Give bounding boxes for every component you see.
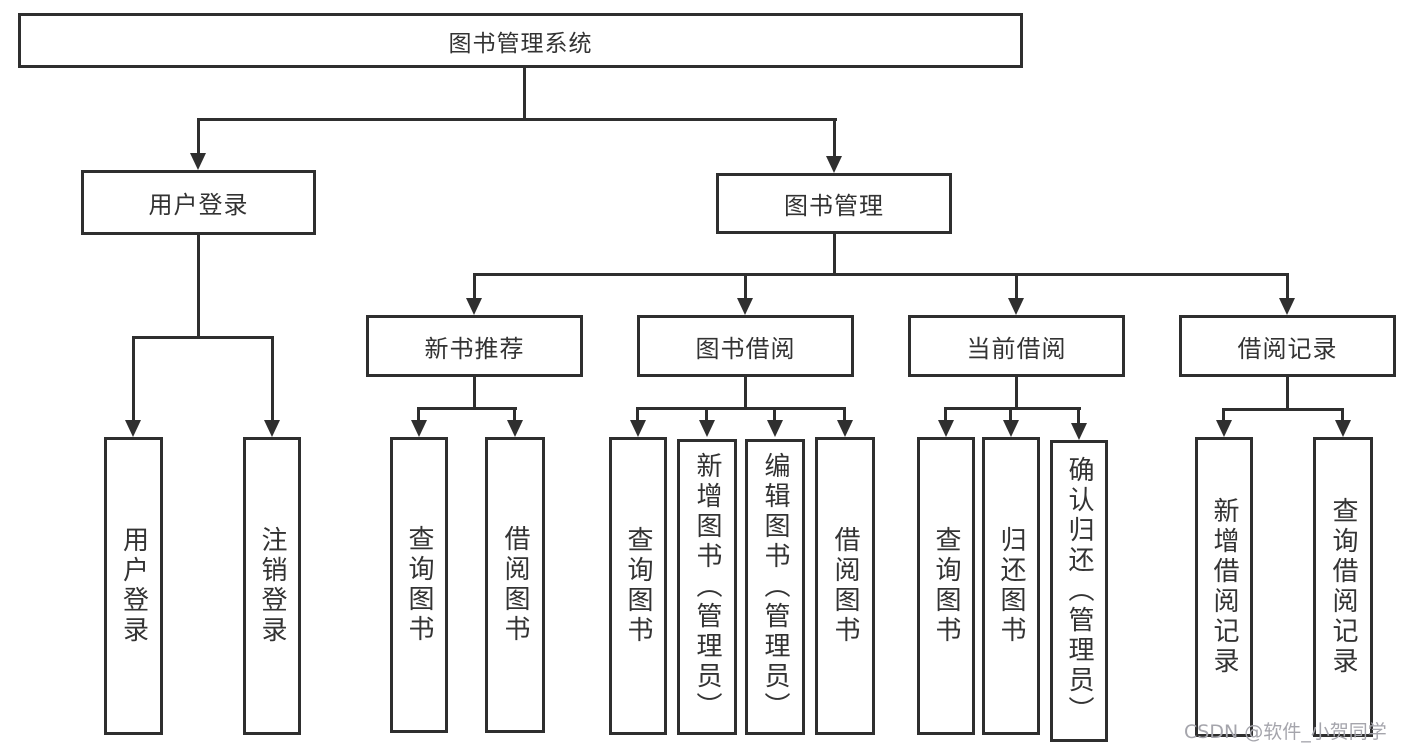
connector-currentborrow-hline — [944, 407, 1081, 410]
connector-drop — [417, 407, 420, 420]
node-leaf-add-borrow-record: 新增借阅记录 — [1195, 437, 1253, 737]
connector-bookmgmt-stem — [833, 234, 836, 274]
node-label: 查询图书 — [404, 525, 434, 645]
arrowhead-book-borrow-icon — [737, 298, 753, 315]
node-label: 注销登录 — [257, 526, 287, 646]
node-leaf-edit-book-admin: 编辑图书（管理员） — [745, 439, 805, 735]
node-label: 查询图书 — [623, 526, 653, 646]
connector-drop — [1009, 407, 1012, 420]
node-leaf-return-book: 归还图书 — [982, 437, 1040, 735]
node-label: 图书管理 — [784, 192, 884, 220]
arrowhead-icon — [630, 420, 646, 437]
node-leaf-query-books-2: 查询图书 — [609, 437, 667, 735]
arrowhead-icon — [1216, 420, 1232, 437]
node-leaf-confirm-return-admin: 确认归还（管理员） — [1050, 440, 1108, 742]
node-label: 新增图书（管理员） — [692, 452, 722, 722]
connector-drop-new-book — [473, 273, 476, 299]
connector-drop-current-borrow — [1015, 273, 1018, 299]
node-label: 图书管理系统 — [448, 30, 593, 57]
connector-login-hline — [132, 336, 273, 339]
node-label: 新书推荐 — [424, 334, 525, 363]
node-label: 借阅图书 — [830, 526, 860, 646]
connector-drop-leaf-login — [132, 336, 135, 420]
node-leaf-logout: 注销登录 — [243, 437, 301, 735]
node-current-borrowing: 当前借阅 — [908, 315, 1125, 377]
node-book-borrowing: 图书借阅 — [637, 315, 854, 377]
connector-drop — [843, 407, 846, 420]
connector-drop — [1341, 408, 1344, 420]
node-leaf-query-books-3: 查询图书 — [917, 437, 975, 735]
watermark: CSDN @软件_小贺同学 — [1184, 721, 1387, 743]
arrowhead-icon — [411, 420, 427, 437]
arrowhead-leaf-login-icon — [125, 420, 141, 437]
arrowhead-icon — [938, 420, 954, 437]
arrowhead-borrow-record-icon — [1279, 298, 1295, 315]
connector-drop-leaf-logout — [271, 336, 274, 420]
node-label: 编辑图书（管理员） — [760, 452, 790, 722]
node-leaf-query-books-1: 查询图书 — [390, 437, 448, 733]
connector-drop-book-mgmt — [833, 118, 836, 156]
arrowhead-icon — [767, 420, 783, 437]
arrowhead-user-login-icon — [190, 153, 206, 170]
node-leaf-add-book-admin: 新增图书（管理员） — [677, 439, 737, 735]
connector-root-hline — [197, 118, 837, 121]
node-leaf-borrow-books-1: 借阅图书 — [485, 437, 545, 733]
node-borrowing-records: 借阅记录 — [1179, 315, 1396, 377]
arrowhead-icon — [1003, 420, 1019, 437]
connector-login-stem — [197, 235, 200, 337]
connector-drop — [944, 407, 947, 420]
connector-drop-book-borrow — [744, 273, 747, 299]
connector-drop — [705, 407, 708, 420]
node-label: 归还图书 — [996, 526, 1026, 646]
node-book-management: 图书管理 — [716, 173, 952, 234]
node-label: 当前借阅 — [966, 334, 1067, 363]
node-label: 新增借阅记录 — [1209, 497, 1239, 677]
arrowhead-new-book-icon — [466, 298, 482, 315]
arrowhead-icon — [1335, 420, 1351, 437]
connector-record-hline — [1222, 408, 1344, 411]
node-label: 查询借阅记录 — [1328, 497, 1358, 677]
node-label: 借阅记录 — [1237, 334, 1338, 363]
connector-drop — [1222, 408, 1225, 420]
connector-newbook-stem — [473, 377, 476, 408]
connector-record-stem — [1286, 377, 1289, 409]
node-leaf-borrow-books-2: 借阅图书 — [815, 437, 875, 735]
connector-bookborrow-hline — [636, 407, 845, 410]
connector-drop — [513, 407, 516, 420]
node-leaf-query-borrow-record: 查询借阅记录 — [1313, 437, 1373, 737]
connector-drop — [1077, 407, 1080, 423]
node-library-system: 图书管理系统 — [18, 13, 1023, 68]
connector-drop-user-login — [197, 118, 200, 154]
connector-currentborrow-stem — [1015, 377, 1018, 408]
node-label: 图书借阅 — [695, 334, 796, 363]
node-leaf-user-login: 用户登录 — [104, 437, 163, 735]
arrowhead-icon — [837, 420, 853, 437]
node-label: 用户登录 — [148, 191, 249, 219]
arrowhead-leaf-logout-icon — [264, 420, 280, 437]
arrowhead-icon — [507, 420, 523, 437]
node-label: 借阅图书 — [500, 525, 530, 645]
node-new-book-recommend: 新书推荐 — [366, 315, 583, 377]
connector-root-stem — [523, 68, 526, 119]
connector-newbook-hline — [417, 407, 517, 410]
connector-drop — [773, 407, 776, 420]
connector-bookmgmt-hline — [473, 273, 1289, 276]
node-label: 用户登录 — [118, 526, 149, 646]
node-label: 确认归还（管理员） — [1064, 456, 1094, 726]
connector-drop-borrow-record — [1286, 273, 1289, 299]
arrowhead-icon — [1071, 423, 1087, 440]
arrowhead-icon — [699, 420, 715, 437]
arrowhead-current-borrow-icon — [1008, 298, 1024, 315]
node-user-login: 用户登录 — [81, 170, 316, 235]
arrowhead-book-mgmt-icon — [826, 156, 842, 173]
node-label: 查询图书 — [931, 526, 961, 646]
connector-drop — [636, 407, 639, 420]
connector-bookborrow-stem — [744, 377, 747, 408]
